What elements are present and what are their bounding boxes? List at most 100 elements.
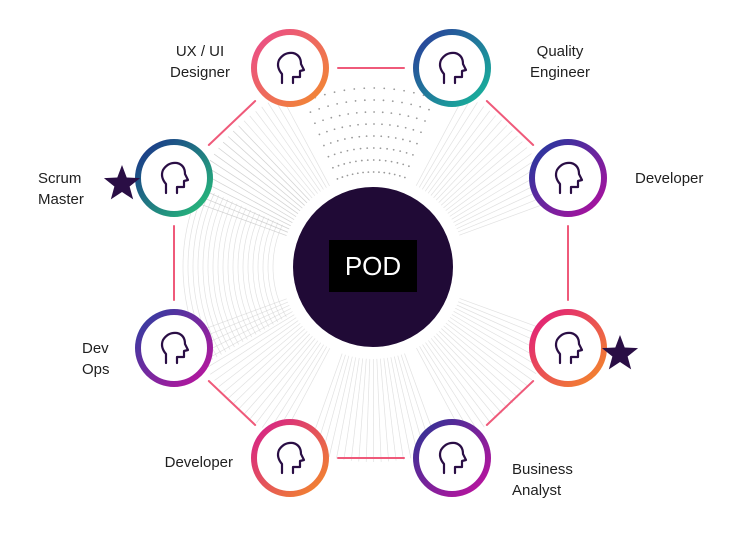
texture-dot xyxy=(401,102,403,104)
texture-line xyxy=(233,131,307,203)
texture-dot xyxy=(386,148,388,150)
texture-dot xyxy=(373,99,375,101)
texture-dot xyxy=(380,147,382,149)
texture-dot xyxy=(330,142,332,144)
texture-dot xyxy=(328,156,330,158)
node-scrum-master xyxy=(104,139,213,217)
texture-line xyxy=(366,359,370,462)
texture-dot xyxy=(385,160,387,162)
label-line: Business xyxy=(512,459,612,480)
texture-dot xyxy=(339,115,341,117)
texture-dot xyxy=(379,159,381,161)
texture-line xyxy=(452,314,540,367)
connector-line xyxy=(487,381,533,425)
texture-dot xyxy=(393,88,395,90)
texture-dot xyxy=(416,117,418,119)
texture-line xyxy=(377,359,381,462)
texture-dot xyxy=(402,163,404,165)
label-ux-ui-designer: UX / UI Designer xyxy=(150,41,250,83)
texture-dot xyxy=(362,172,364,174)
texture-line xyxy=(219,148,301,211)
texture-line xyxy=(443,142,522,208)
texture-line xyxy=(228,137,305,206)
texture-dot xyxy=(349,125,351,127)
connector-line xyxy=(487,101,533,145)
label-dev-ops: Dev Ops xyxy=(82,338,142,380)
texture-line xyxy=(244,121,312,198)
texture-line xyxy=(441,329,518,398)
texture-dot xyxy=(326,131,328,133)
texture-line xyxy=(224,326,303,392)
texture-dot xyxy=(381,123,383,125)
texture-line xyxy=(446,147,527,210)
texture-dot xyxy=(327,105,329,107)
texture-dot xyxy=(341,176,343,178)
texture-dot xyxy=(373,147,375,149)
texture-line xyxy=(239,334,310,409)
texture-dot xyxy=(389,173,391,175)
texture-dot xyxy=(366,147,368,149)
label-developer-right: Developer xyxy=(635,168,735,189)
texture-dot xyxy=(343,89,345,91)
texture-line xyxy=(416,95,464,186)
texture-dot xyxy=(420,131,422,133)
texture-dot xyxy=(416,143,418,145)
texture-dot xyxy=(367,171,369,173)
texture-line xyxy=(234,331,308,403)
texture-line xyxy=(436,125,507,200)
texture-dot xyxy=(322,119,324,121)
texture-dot xyxy=(349,162,351,164)
texture-dot xyxy=(373,135,375,137)
label-line: Scrum xyxy=(38,168,108,189)
texture-dot xyxy=(373,87,375,89)
texture-dot xyxy=(373,171,375,173)
texture-dot xyxy=(380,135,382,137)
texture-line xyxy=(419,98,471,187)
texture-dot xyxy=(412,154,414,156)
texture-dot xyxy=(347,175,349,177)
texture-dot xyxy=(405,127,407,129)
texture-line xyxy=(329,357,352,457)
texture-dot xyxy=(347,113,349,115)
texture-line xyxy=(274,99,326,188)
texture-line xyxy=(450,317,536,373)
texture-dot xyxy=(397,162,399,164)
texture-line xyxy=(436,334,507,409)
label-line: Designer xyxy=(150,62,250,83)
texture-dot xyxy=(419,106,421,108)
texture-line xyxy=(359,359,367,462)
texture-dot xyxy=(402,139,404,141)
texture-dot xyxy=(318,108,320,110)
texture-dot xyxy=(345,101,347,103)
texture-dot xyxy=(388,136,390,138)
texture-line xyxy=(434,336,502,413)
texture-dot xyxy=(352,173,354,175)
texture-line xyxy=(256,111,318,193)
texture-dot xyxy=(357,172,359,174)
label-business-analyst: Business Analyst xyxy=(512,459,612,501)
texture-dot xyxy=(408,165,410,167)
label-line: Dev xyxy=(82,338,142,359)
texture-line xyxy=(448,320,532,380)
texture-line xyxy=(439,331,513,403)
texture-line xyxy=(446,323,528,386)
texture-dot xyxy=(367,159,369,161)
texture-dot xyxy=(383,99,385,101)
texture-dot xyxy=(382,111,384,113)
texture-dot xyxy=(351,137,353,139)
label-line: Ops xyxy=(82,359,142,380)
texture-line xyxy=(434,120,502,197)
texture-line xyxy=(214,154,298,214)
texture-line xyxy=(210,318,296,375)
texture-line xyxy=(229,329,305,398)
node-business-analyst xyxy=(413,419,491,497)
texture-line xyxy=(262,343,320,428)
texture-line xyxy=(425,106,483,191)
label-line: Developer xyxy=(133,452,233,473)
texture-line xyxy=(448,153,532,213)
texture-line xyxy=(431,338,496,418)
texture-dot xyxy=(413,92,415,94)
texture-line xyxy=(450,160,536,217)
texture-dot xyxy=(358,136,360,138)
texture-line xyxy=(422,102,477,189)
